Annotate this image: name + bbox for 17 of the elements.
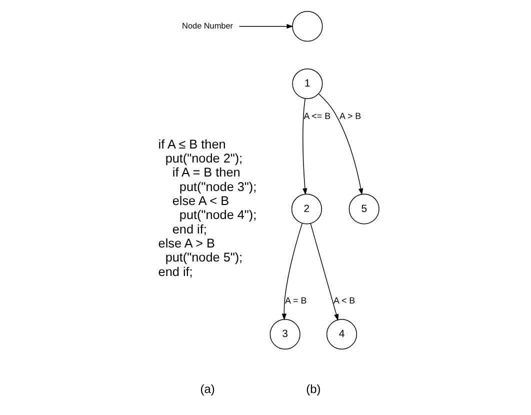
label: put("node 4"); (179, 208, 257, 222)
edge-label: A < B (334, 295, 356, 306)
label: end if; (158, 264, 193, 279)
edge-label: A <= B (304, 111, 331, 122)
label: if A = B then (172, 166, 240, 180)
label: put("node 2"); (165, 151, 243, 166)
label: (a) (200, 382, 215, 396)
edge-label: A > B (340, 111, 362, 122)
label: (b) (306, 382, 321, 396)
label: else A > B (158, 236, 215, 250)
label: end if; (172, 222, 207, 236)
label: else A < B (172, 194, 230, 208)
node-text: Node Number (182, 21, 234, 30)
label: put("node 3"); (179, 180, 257, 194)
label: if A ≤ B then (158, 137, 226, 152)
label: put("node 5"); (165, 250, 243, 265)
edge-label: A = B (285, 295, 307, 306)
